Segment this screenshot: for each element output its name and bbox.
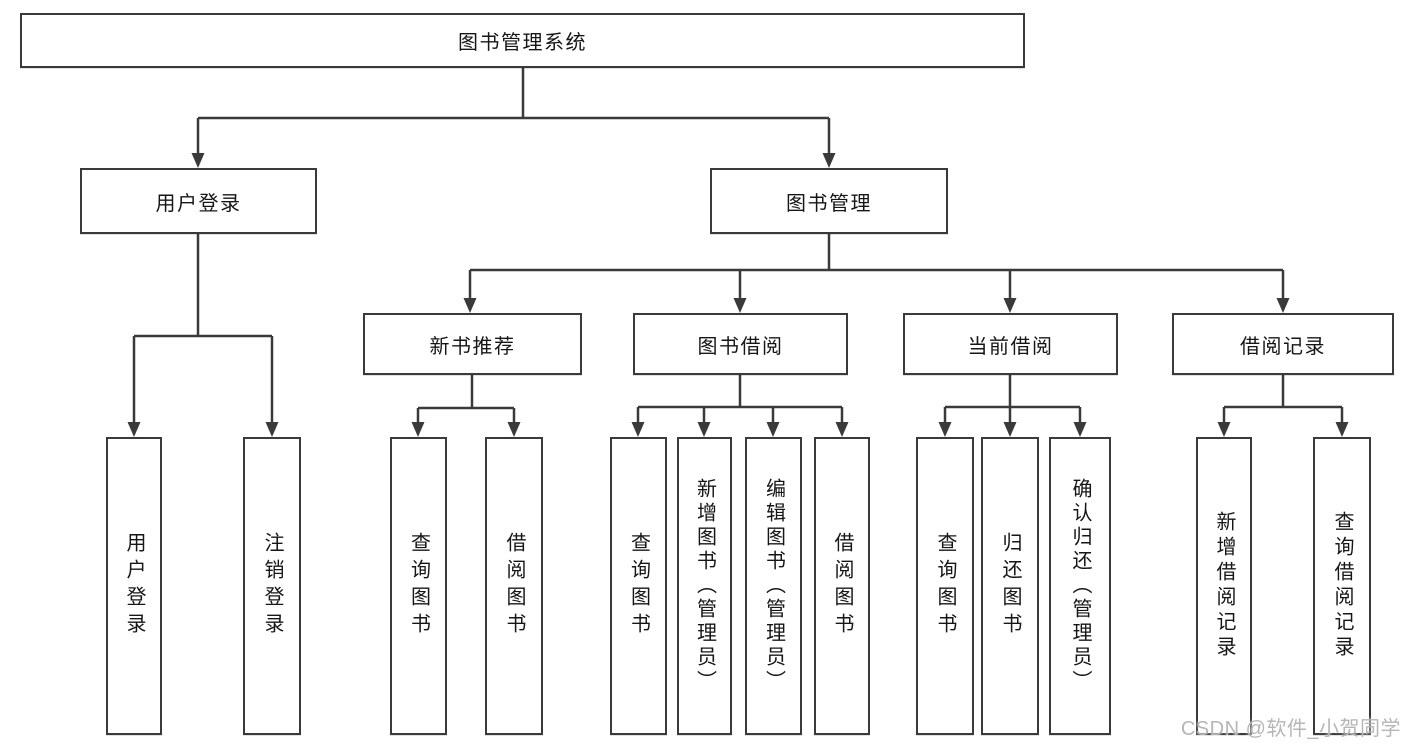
- leaf-query-book-3: 查询图书: [916, 437, 974, 735]
- leaf-query-book-2-label: 查询图书: [627, 532, 650, 640]
- leaf-query-book-1-label: 查询图书: [407, 532, 430, 640]
- leaf-add-borrow-record: 新增借阅记录: [1196, 437, 1252, 735]
- leaf-borrow-book-2-label: 借阅图书: [831, 532, 853, 640]
- node-book-management: 图书管理: [710, 168, 948, 234]
- leaf-borrow-book-1: 借阅图书: [485, 437, 543, 735]
- leaf-query-book-1: 查询图书: [390, 437, 447, 735]
- node-borrow-record-label: 借阅记录: [1240, 335, 1326, 358]
- leaf-logout: 注销登录: [243, 437, 301, 735]
- leaf-query-borrow-record-label: 查询借阅记录: [1331, 511, 1353, 661]
- node-root: 图书管理系统: [20, 13, 1025, 68]
- leaf-query-book-2: 查询图书: [610, 437, 667, 735]
- node-borrow-record: 借阅记录: [1172, 313, 1394, 375]
- leaf-borrow-book-2: 借阅图书: [814, 437, 870, 735]
- leaf-query-book-3-label: 查询图书: [934, 532, 956, 640]
- leaf-return-book: 归还图书: [981, 437, 1039, 735]
- node-current-borrow: 当前借阅: [903, 313, 1118, 375]
- csdn-watermark: CSDN @软件_小贺同学: [1180, 718, 1401, 740]
- leaf-add-book-admin: 新增图书（管理员）: [677, 437, 732, 735]
- leaf-confirm-return-admin-label: 确认归还（管理员）: [1069, 478, 1091, 694]
- leaf-logout-label: 注销登录: [261, 532, 283, 640]
- leaf-borrow-book-1-label: 借阅图书: [503, 532, 525, 640]
- node-book-borrow: 图书借阅: [633, 313, 848, 375]
- node-book-management-label: 图书管理: [786, 192, 872, 215]
- node-root-label: 图书管理系统: [458, 32, 587, 54]
- leaf-add-book-admin-label: 新增图书（管理员）: [693, 478, 716, 694]
- leaf-query-borrow-record: 查询借阅记录: [1313, 437, 1371, 735]
- leaf-confirm-return-admin: 确认归还（管理员）: [1049, 437, 1111, 735]
- leaf-add-borrow-record-label: 新增借阅记录: [1213, 511, 1235, 661]
- node-user-login-label: 用户登录: [155, 192, 242, 215]
- leaf-return-book-label: 归还图书: [999, 532, 1021, 640]
- node-book-borrow-label: 图书借阅: [697, 335, 784, 358]
- node-current-borrow-label: 当前借阅: [967, 335, 1054, 358]
- node-new-book-recommend: 新书推荐: [363, 313, 582, 375]
- node-new-book-recommend-label: 新书推荐: [429, 335, 516, 358]
- node-user-login: 用户登录: [80, 168, 317, 234]
- leaf-user-login-label: 用户登录: [123, 532, 145, 640]
- leaf-user-login: 用户登录: [106, 437, 162, 735]
- leaf-edit-book-admin: 编辑图书（管理员）: [745, 437, 802, 735]
- leaf-edit-book-admin-label: 编辑图书（管理员）: [762, 478, 785, 694]
